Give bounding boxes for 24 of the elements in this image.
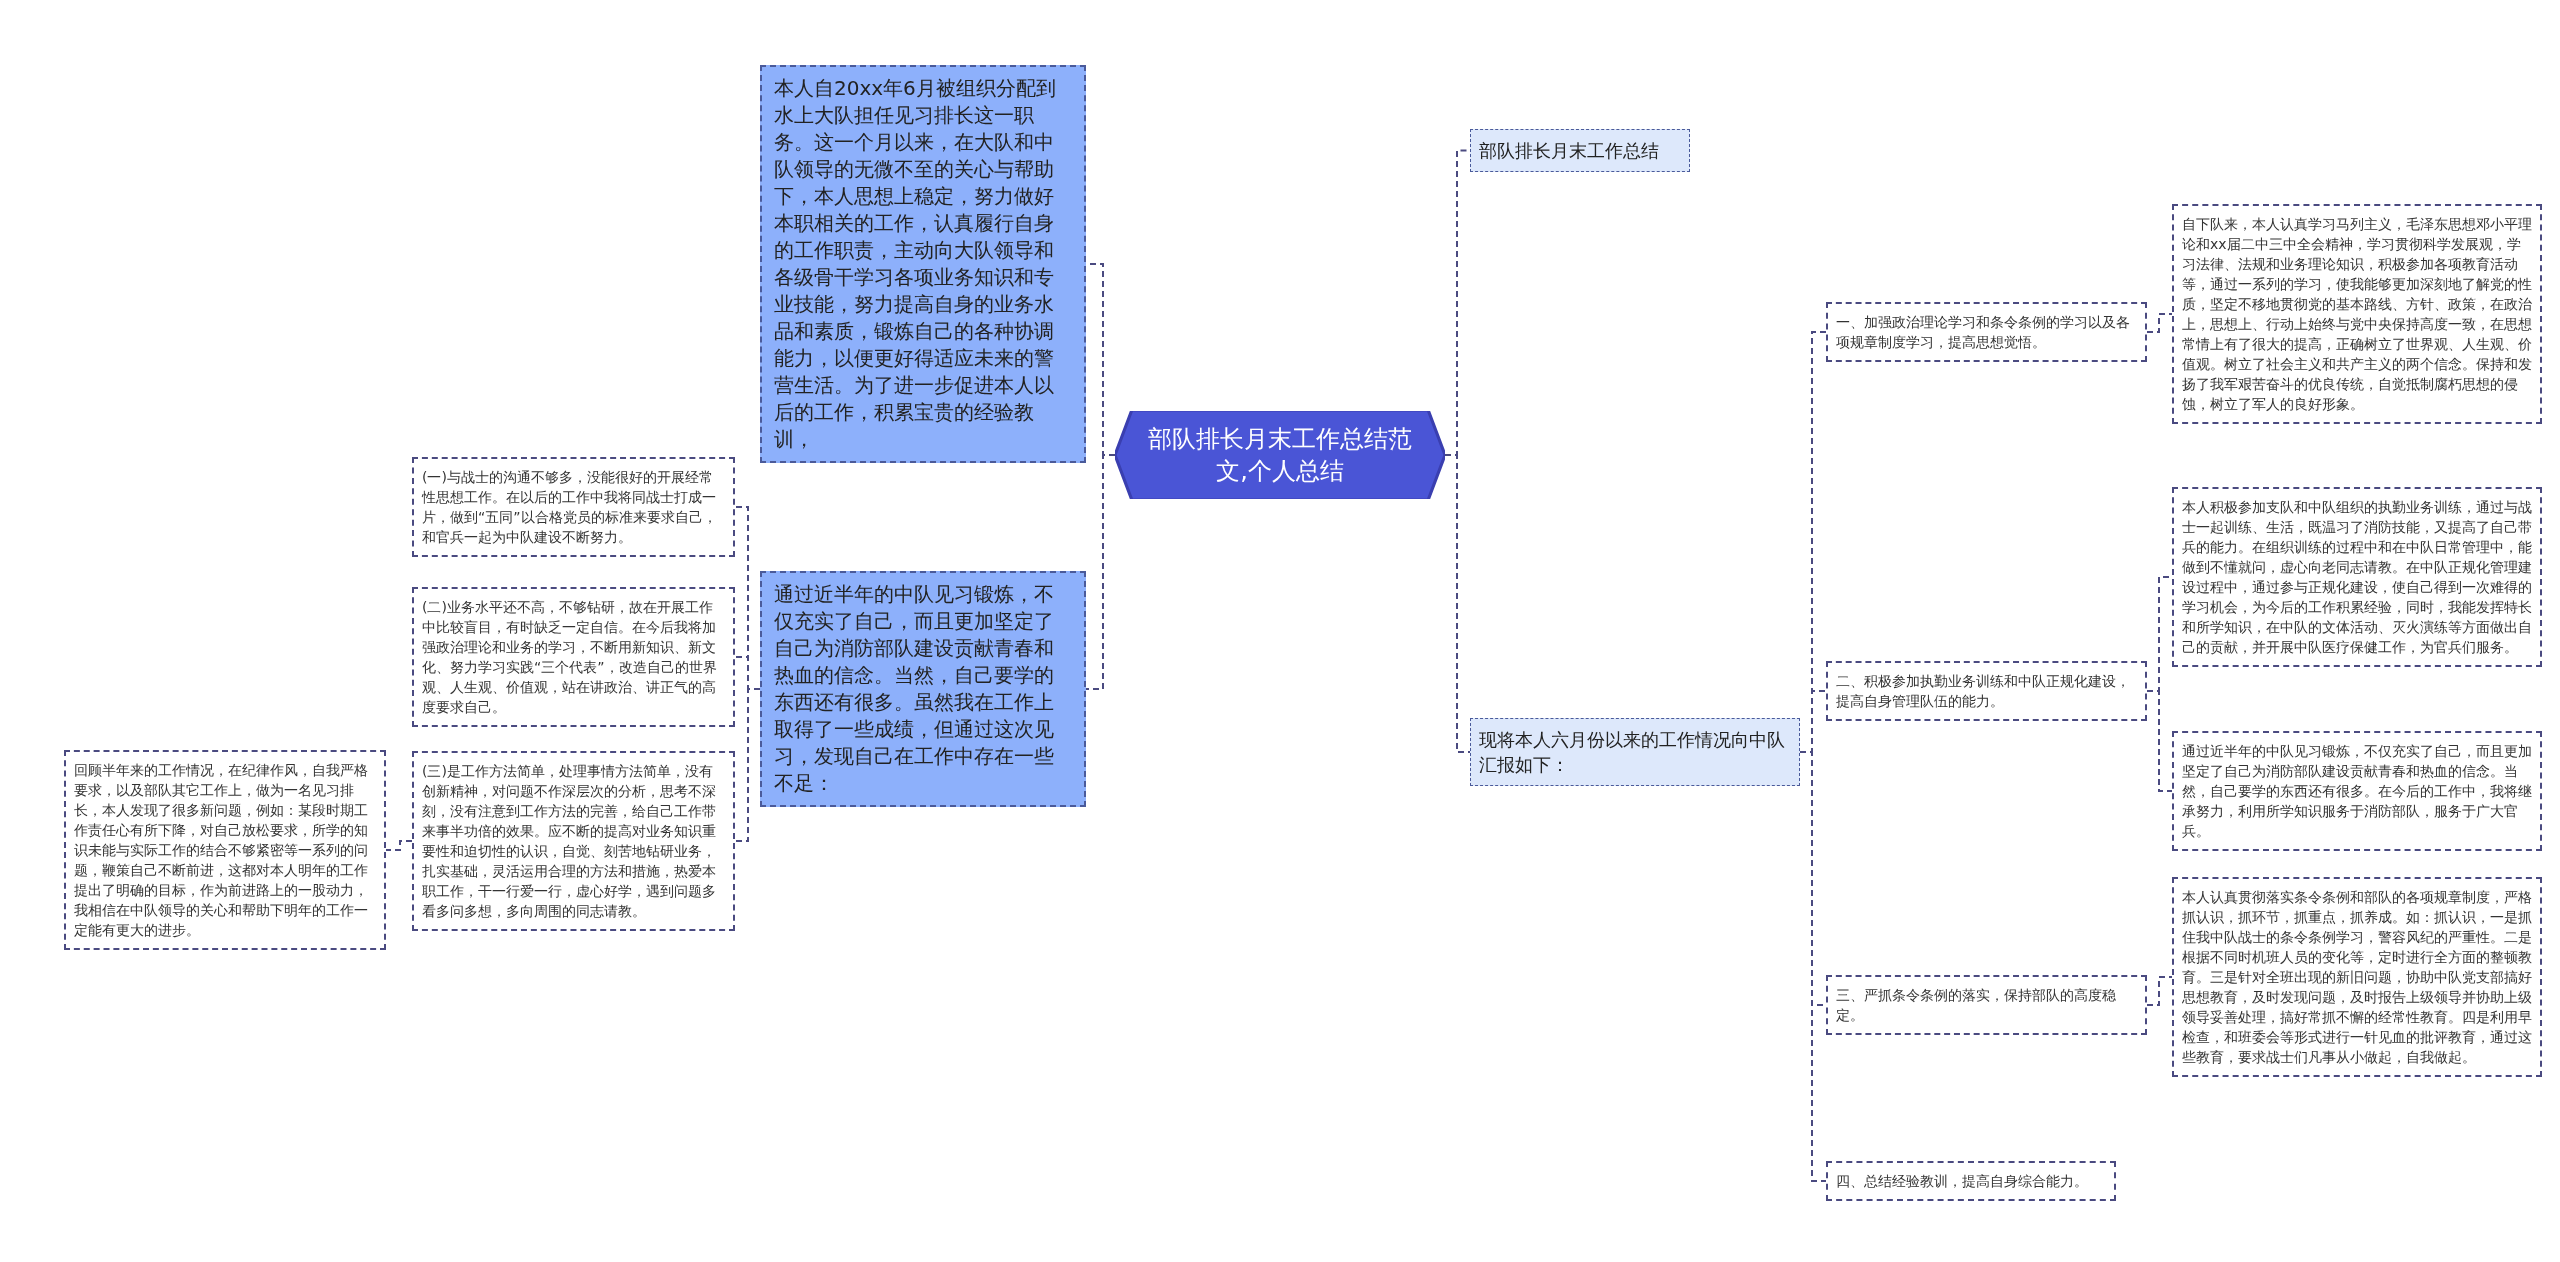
connector-line: [1444, 454, 1471, 753]
branch-box: 部队排长月末工作总结: [1470, 129, 1690, 172]
note-box: 本人积极参加支队和中队组织的执勤业务训练，通过与战士一起训练、生活，既温习了消防技能，又提高了自己带兵的能力。在组织训练的过程中和在中队日常管理中，能做到不懂就问，虚心向老同志请教。在中队正规化管理建设过程中，通过参与正规化建设，使自己得到一次难得的学习机会，为今后的工作积累经验，同时，我能发挥特长和所学知识，在中队的文体活动、灭火演练等方面做出自己的贡献，并开展中队医疗保健工作，为官兵们服务。: [2172, 487, 2542, 667]
connector-line: [2146, 690, 2173, 792]
note-box: 通过近半年的中队见习锻炼，不仅充实了自己，而且更加坚定了自己为消防部队建设贡献青春和热血的信念。当然，自己要学的东西还有很多。在今后的工作中，我将继承努力，利用所学知识服务于消防部队，服务于广大官兵。: [2172, 731, 2542, 851]
note-box: 通过近半年的中队见习锻炼，不仅充实了自己，而且更加坚定了自己为消防部队建设贡献青春和热血的信念。当然，自己要学的东西还有很多。虽然我在工作上取得了一些成绩，但通过这次见习，发现自己在工作中存在一些不足：: [760, 571, 1086, 807]
topic-hexagon: 部队排长月末工作总结范文,个人总结: [1115, 411, 1445, 499]
note-box: 自下队来，本人认真学习马列主义，毛泽东思想邓小平理论和xx届二中三中全会精神，学习贯彻科学发展观，学习法律、法规和业务理论知识，积极参加各项教育活动等，通过一系列的学习，使我能够更加深刻地了解党的性质，坚定不移地贯彻党的基本路线、方针、政策，在政治上，思想上、行动上始终与党中央保持高度一致，在思想常情上有了很大的提高，正确树立了世界观、人生观、价值观。树立了社会主义和共产主义的两个信念。保持和发扬了我军艰苦奋斗的优良传统，自觉抵制腐朽思想的侵蚀，树立了军人的良好形象。: [2172, 204, 2542, 424]
note-box: (三)是工作方法简单，处理事情方法简单，没有创新精神，对问题不作深层次的分析，思考不深刻，没有注意到工作方法的完善，给自己工作带来事半功倍的效果。应不断的提高对业务知识重要性和迫切性的认识，自觉、刻苦地钻研业务，扎实基础，灵活运用合理的方法和措施，热爱本职工作，干一行爱一行，虚心好学，遇到问题多看多问多想，多向周围的同志请教。: [412, 751, 735, 931]
connector-line: [1085, 454, 1116, 690]
connector-line: [385, 840, 413, 851]
note-box: (一)与战士的沟通不够多，没能很好的开展经常性思想工作。在以后的工作中我将同战士打成一片，做到“五同”以合格党员的标准来要求自己，和官兵一起为中队建设不断努力。: [412, 457, 735, 557]
connector-line: [734, 688, 761, 842]
note-box: 回顾半年来的工作情况，在纪律作风，自我严格要求，以及部队其它工作上，做为一名见习排长，本人发现了很多新问题，例如：某段时期工作责任心有所下降，对自己放松要求，所学的知识未能与实际工作的结合不够紧密等一系列的问题，鞭策自己不断前进，这都对本人明年的工作提出了明确的目标，作为前进路上的一股动力，我相信在中队领导的关心和帮助下明年的工作一定能有更大的进步。: [64, 750, 386, 950]
note-box: (二)业务水平还不高，不够钻研，故在开展工作中比较盲目，有时缺乏一定自信。在今后我将加强政治理论和业务的学习，不断用新知识、新文化、努力学习实践“三个代表”，改造自己的世界观、人生观、价值观，站在讲政治、讲正气的高度要求自己。: [412, 587, 735, 727]
note-box: 一、加强政治理论学习和条令条例的学习以及各项规章制度学习，提高思想觉悟。: [1826, 302, 2147, 362]
branch-box: 现将本人六月份以来的工作情况向中队汇报如下：: [1470, 718, 1800, 786]
connector-line: [2146, 313, 2173, 333]
note-box: 三、严抓条令条例的落实，保持部队的高度稳定。: [1826, 975, 2147, 1035]
note-box: 本人自20xx年6月被组织分配到水上大队担任见习排长这一职务。这一个月以来，在大队和中队领导的无微不至的关心与帮助下，本人思想上稳定，努力做好本职相关的工作，认真履行自身的工作职责，主动向大队领导和各级骨干学习各项业务知识和专业技能，努力提高自身的业务水品和素质，锻炼自己的各种协调能力，以便更好得适应未来的警营生活。为了进一步促进本人以后的工作，积累宝贵的经验教训，: [760, 65, 1086, 463]
note-box: 四、总结经验教训，提高自身综合能力。: [1826, 1161, 2116, 1201]
note-box: 二、积极参加执勤业务训练和中队正规化建设，提高自身管理队伍的能力。: [1826, 661, 2147, 721]
note-box: 本人认真贯彻落实条令条例和部队的各项规章制度，严格抓认识，抓环节，抓重点，抓养成。如：抓认识，一是抓住我中队战士的条令条例学习，警容风纪的严重性。二是根据不同时机班人员的变化等，定时进行全方面的整顿教育。三是针对全班出现的新旧问题，协助中队党支部搞好思想教育，及时发现问题，及时报告上级领导并协助上级领导妥善处理，搞好常抓不懈的经常性教育。四是利用早检查，和班委会等形式进行一针见血的批评教育，通过这些教育，要求战士们凡事从小做起，自我做起。: [2172, 877, 2542, 1077]
connector-line: [2146, 976, 2173, 1006]
